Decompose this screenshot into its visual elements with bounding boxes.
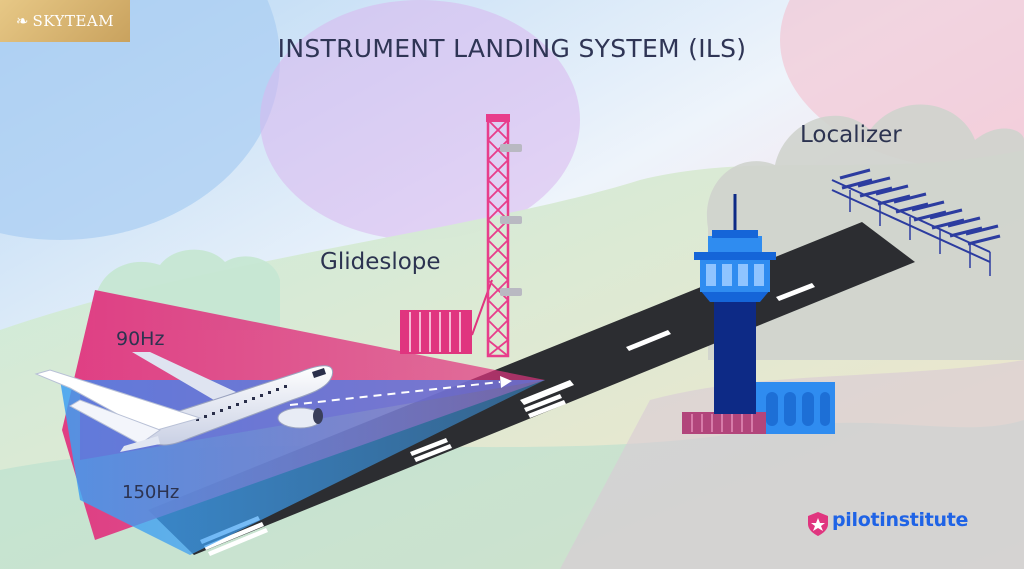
- skyteam-wordmark: SKYTEAM: [32, 12, 115, 30]
- airplane-icon: [34, 352, 334, 452]
- arrow-head-icon: [500, 376, 512, 388]
- glideslope-antenna-icon: [486, 114, 522, 358]
- glideslope-label: Glideslope: [320, 249, 441, 275]
- ground-shade: [560, 360, 1024, 569]
- signal-90hz-label: 90Hz: [116, 328, 165, 350]
- sky-blob: [0, 0, 280, 240]
- skyteam-logo: ❧ SKYTEAM: [0, 0, 130, 42]
- pilot-badge-icon: [808, 512, 828, 536]
- localizer-label: Localizer: [800, 122, 902, 148]
- pilot-institute-wordmark: pilotinstitute: [832, 509, 969, 531]
- pilot-institute-logo: pilotinstitute: [806, 509, 968, 531]
- skyteam-bird-icon: ❧: [15, 12, 29, 30]
- diagram-title: INSTRUMENT LANDING SYSTEM (ILS): [277, 34, 747, 63]
- glideslope-transmitter: [400, 279, 493, 354]
- glide-path-arrow: [289, 381, 501, 406]
- runway-centerline: [520, 283, 815, 405]
- sky-blob: [260, 0, 580, 240]
- signal-150hz-label: 150Hz: [122, 482, 180, 503]
- localizer-array-icon: [831, 168, 1001, 276]
- control-tower-icon: [682, 194, 835, 434]
